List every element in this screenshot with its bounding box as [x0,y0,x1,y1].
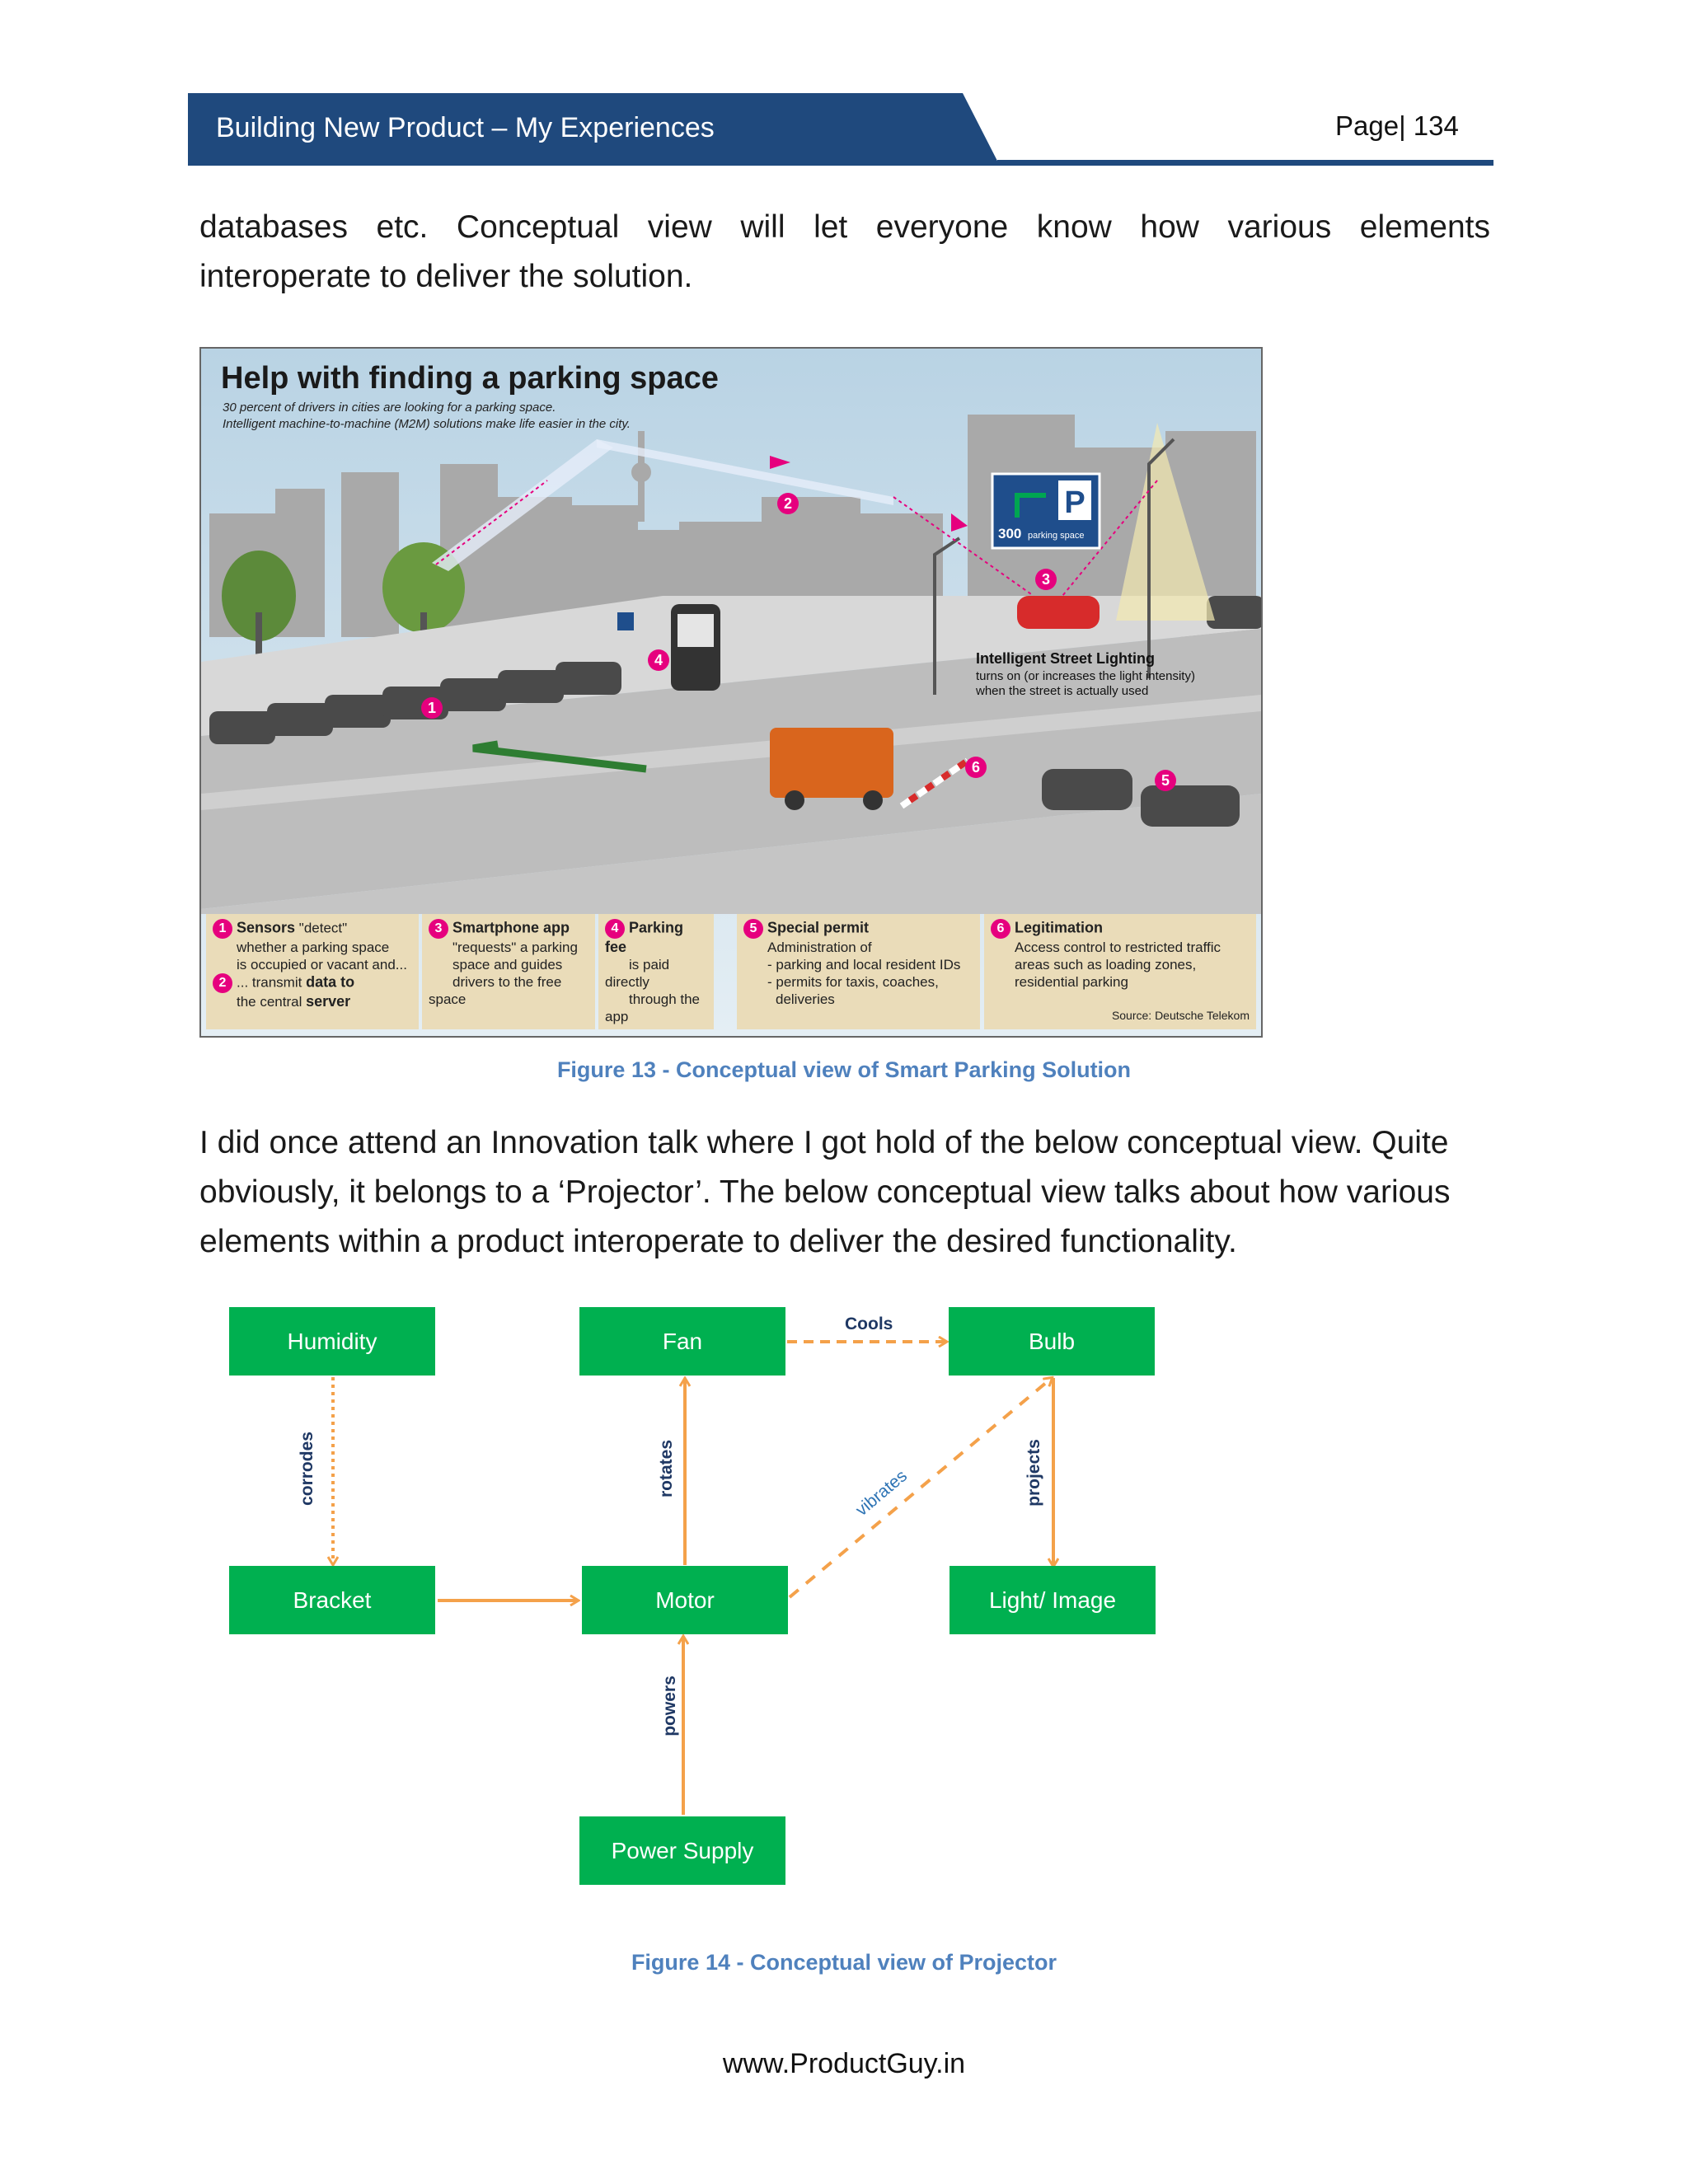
box-humidity: Humidity [229,1307,435,1376]
label-cools: Cools [845,1315,893,1334]
box-power-supply: Power Supply [579,1816,785,1885]
box-motor: Motor [582,1566,788,1634]
label-projects: projects [1025,1439,1044,1507]
figure-14-caption: Figure 14 - Conceptual view of Projector [0,1950,1688,1975]
box-light-image: Light/ Image [950,1566,1156,1634]
edge-motor-bulb [790,1378,1052,1597]
label-rotates: rotates [657,1440,677,1497]
label-corrodes: corrodes [298,1432,317,1506]
box-fan: Fan [579,1307,785,1376]
label-powers: powers [660,1675,680,1736]
footer-url: www.ProductGuy.in [0,2048,1688,2080]
box-bulb: Bulb [949,1307,1155,1376]
box-bracket: Bracket [229,1566,435,1634]
